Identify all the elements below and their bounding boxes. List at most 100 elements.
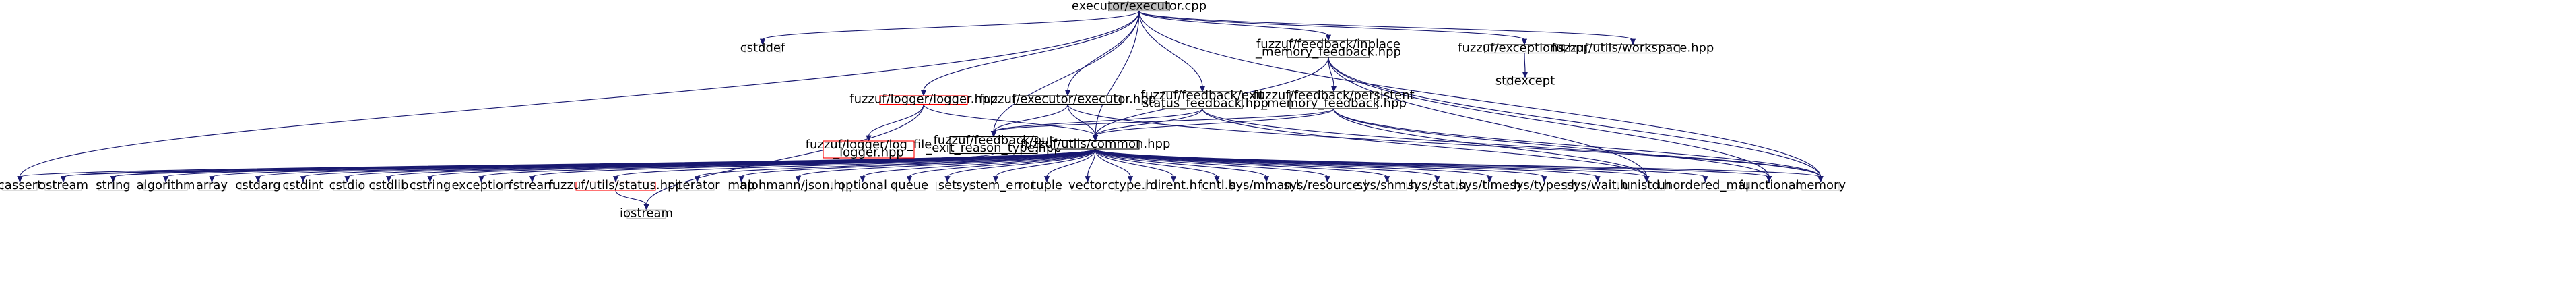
edge-exit_status-to-common <box>1095 108 1203 136</box>
edge-common-to-optional <box>862 148 1096 178</box>
edge-arrowhead <box>1384 176 1390 183</box>
node-unistd[interactable]: unistd.h <box>1622 178 1671 192</box>
node-box <box>1506 77 1544 87</box>
edge-arrowhead <box>1487 176 1493 183</box>
edge-common-to-map <box>740 148 1096 178</box>
node-log_file[interactable]: fuzzuf/logger/log_file_logger.hpp <box>806 138 932 160</box>
node-label: fuzzuf/exceptions.hpp <box>1458 40 1591 55</box>
node-box <box>1576 181 1619 191</box>
edge-root-to-executor_hpp <box>1067 11 1140 92</box>
edge-arrowhead <box>1214 176 1220 183</box>
node-shm[interactable]: sys/shm.h <box>1357 178 1418 192</box>
node-vector[interactable]: vector <box>1068 178 1107 192</box>
node-iostream[interactable]: iostream <box>620 206 673 220</box>
node-array[interactable]: array <box>196 178 228 192</box>
node-put_exit[interactable]: fuzzuf/feedback/put_exit_reason_type.hpp <box>925 133 1062 155</box>
node-label: queue <box>891 178 928 192</box>
edge-inplace-to-unistd <box>1328 57 1648 177</box>
node-box <box>1051 140 1140 150</box>
edge-root-to-cstddef <box>762 10 1140 40</box>
edge-arrowhead <box>1092 135 1099 142</box>
node-box <box>198 181 226 191</box>
node-stdexcept[interactable]: stdexcept <box>1495 74 1555 88</box>
node-stat[interactable]: sys/stat.h <box>1408 178 1467 192</box>
node-ctype[interactable]: ctype.h <box>1107 178 1153 192</box>
edge-logger-to-common <box>923 104 1096 136</box>
node-memory[interactable]: memory <box>1795 178 1846 192</box>
node-algorithm[interactable]: algorithm <box>137 178 195 192</box>
node-wait[interactable]: sys/wait.h <box>1567 178 1628 192</box>
node-label: iostream <box>620 206 673 220</box>
node-label: cstdarg <box>235 178 280 192</box>
node-logger[interactable]: fuzzuf/logger/logger.hpp <box>849 92 998 106</box>
edge-persistent-to-memory <box>1333 108 1822 177</box>
edge-status-to-iostream <box>615 190 647 206</box>
node-box <box>879 95 968 105</box>
node-executor_hpp[interactable]: fuzzuf/executor/executor.hpp <box>979 92 1156 106</box>
node-label: dirent.h <box>1150 178 1197 192</box>
node-cstdint[interactable]: cstdint <box>282 178 323 192</box>
node-status[interactable]: fuzzuf/utils/status.hpp <box>548 178 683 192</box>
edge-common-to-shm <box>1095 148 1388 178</box>
edge-root-to-cassert <box>19 11 1140 177</box>
node-exit_status[interactable]: fuzzuf/feedback/exit_status_feedback.hpp <box>1136 88 1268 111</box>
node-box <box>333 181 362 191</box>
edge-arrowhead <box>1644 176 1650 183</box>
node-iterator[interactable]: iterator <box>674 178 720 192</box>
node-resource[interactable]: sys/resource.h <box>1283 178 1371 192</box>
node-box <box>1289 91 1378 109</box>
node-box <box>1747 181 1791 191</box>
node-workspace[interactable]: fuzzuf/utils/workspace.hpp <box>1552 40 1714 55</box>
node-exceptions[interactable]: fuzzuf/exceptions.hpp <box>1458 40 1591 55</box>
node-label: executor/executor.cpp <box>1072 0 1206 13</box>
node-types[interactable]: sys/types.h <box>1510 178 1578 192</box>
node-fcntl[interactable]: fcntl.h <box>1198 178 1236 192</box>
edge-common-to-system_error <box>995 148 1096 177</box>
node-cassert[interactable]: cassert <box>0 178 42 192</box>
edge-arrowhead <box>738 176 744 183</box>
node-unordered_map[interactable]: unordered_map <box>1658 178 1753 192</box>
edge-arrowhead <box>643 204 649 211</box>
edge-common-to-set <box>946 148 1096 178</box>
edge-common-to-fstream <box>532 148 1096 178</box>
node-set[interactable]: set <box>936 178 959 192</box>
node-box <box>1244 181 1289 191</box>
node-inplace[interactable]: fuzzuf/feedback/inplace_memory_feedback.… <box>1255 37 1401 59</box>
edge-arrowhead <box>110 176 117 183</box>
node-exception[interactable]: exception <box>452 178 511 192</box>
node-time[interactable]: sys/time.h <box>1458 178 1521 192</box>
node-optional[interactable]: optional <box>838 178 887 192</box>
edge-root-to-put_exit <box>993 11 1140 132</box>
edge-arrowhead <box>1127 176 1134 183</box>
node-ostream[interactable]: ostream <box>38 178 88 192</box>
edge-common-to-queue <box>909 148 1096 178</box>
node-mman[interactable]: sys/mman.h <box>1229 178 1303 192</box>
node-json[interactable]: nlohmann/json.hpp <box>740 178 856 192</box>
edge-arrowhead <box>612 176 619 183</box>
node-cstdio[interactable]: cstdio <box>329 178 366 192</box>
node-system_error[interactable]: system_error <box>956 178 1035 192</box>
node-functional[interactable]: functional <box>1739 178 1799 192</box>
edge-arrowhead <box>1043 176 1050 183</box>
node-dirent[interactable]: dirent.h <box>1150 178 1197 192</box>
node-cstddef[interactable]: cstddef <box>740 40 785 55</box>
edge-arrowhead <box>1263 176 1270 183</box>
node-root[interactable]: executor/executor.cpp <box>1072 0 1206 13</box>
node-persistent[interactable]: fuzzuf/feedback/persistent_memory_feedba… <box>1253 88 1414 111</box>
node-cstring[interactable]: cstring <box>410 178 451 192</box>
edge-arrowhead <box>478 176 484 183</box>
node-label: _memory_feedback.hpp <box>1260 96 1407 110</box>
edge-inplace-to-functional <box>1328 57 1770 177</box>
edge-arrowhead <box>990 131 997 138</box>
node-queue[interactable]: queue <box>891 178 928 192</box>
node-string[interactable]: string <box>96 178 131 192</box>
node-cstdlib[interactable]: cstdlib <box>368 178 408 192</box>
node-box <box>893 181 926 191</box>
node-common[interactable]: fuzzuf/utils/common.hpp <box>1021 137 1171 151</box>
edge-arrowhead <box>1595 176 1601 183</box>
node-map[interactable]: map <box>728 178 755 192</box>
edge-persistent-to-unistd <box>1333 108 1648 177</box>
node-fstream[interactable]: fstream <box>509 178 555 192</box>
node-cstdarg[interactable]: cstdarg <box>235 178 280 192</box>
node-tuple[interactable]: tuple <box>1031 178 1062 192</box>
